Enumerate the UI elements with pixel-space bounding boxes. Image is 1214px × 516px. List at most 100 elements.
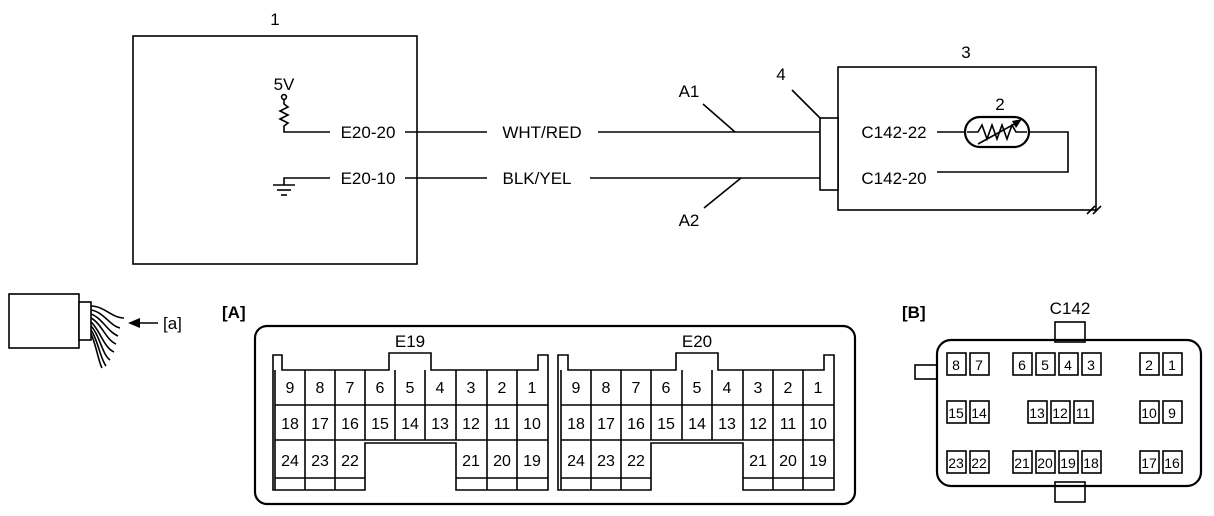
c142-pin: 8 — [952, 357, 960, 373]
ground-hatch-icon — [1086, 205, 1102, 215]
e20-pin: 21 — [749, 453, 767, 470]
callout-housing: 3 — [961, 43, 970, 62]
e19-pin: 2 — [498, 380, 507, 397]
leader-connector — [791, 89, 822, 120]
e19-pin: 8 — [316, 380, 325, 397]
c142-pin: 15 — [948, 405, 964, 421]
sensor-return-wire — [937, 131, 1069, 173]
e19-pin: 14 — [401, 416, 419, 433]
c142-pin: 3 — [1087, 357, 1095, 373]
leader-a2 — [703, 177, 742, 209]
ecm-ground-terminal: E20-10 — [341, 169, 396, 188]
c142-pin: 23 — [948, 455, 964, 471]
c142-label: C142 — [1050, 299, 1091, 318]
connector-a-outline — [253, 324, 857, 506]
wire-harness-icon — [8, 293, 125, 369]
c142-pin: 14 — [971, 405, 987, 421]
e19-pin: 3 — [467, 380, 476, 397]
e20-pin: 17 — [597, 416, 615, 433]
leader-a1 — [702, 103, 736, 133]
e19-pin: 9 — [286, 380, 295, 397]
e19-pin: 20 — [493, 453, 511, 470]
c142-pin: 20 — [1037, 455, 1053, 471]
e20-pin: 11 — [780, 416, 797, 433]
label-a: [a] — [163, 314, 182, 333]
e19-pin: 10 — [523, 416, 541, 433]
e20-pin: 12 — [749, 416, 767, 433]
thermistor-icon — [963, 115, 1031, 149]
e20-pin: 4 — [723, 380, 732, 397]
connector-c142 — [914, 321, 1203, 503]
arrow-a-icon — [128, 318, 140, 328]
e20-pin: 23 — [597, 453, 615, 470]
view-a-label: [A] — [222, 303, 246, 322]
sensor-ground-terminal: C142-20 — [861, 169, 926, 188]
e19-pin: 17 — [311, 416, 329, 433]
connector-e19: 9 8 7 6 5 4 3 2 1 18 17 16 15 14 13 12 1… — [272, 352, 549, 491]
e19-pin: 5 — [406, 380, 415, 397]
c142-pin: 10 — [1141, 405, 1157, 421]
e20-pin: 7 — [632, 380, 641, 397]
callout-a2: A2 — [679, 211, 700, 230]
e20-pin: 18 — [567, 416, 585, 433]
c142-pin: 22 — [971, 455, 987, 471]
wire-signal-color: WHT/RED — [502, 123, 581, 142]
e19-pin: 1 — [528, 380, 537, 397]
e20-pin: 13 — [718, 416, 736, 433]
c142-pin: 9 — [1168, 405, 1176, 421]
c142-pin: 18 — [1083, 455, 1099, 471]
e19-pin: 13 — [431, 416, 449, 433]
e19-pin: 21 — [462, 453, 480, 470]
wire-ground-color: BLK/YEL — [503, 169, 572, 188]
ecm-box — [132, 35, 418, 265]
e19-pin: 19 — [523, 453, 541, 470]
e19-pin: 16 — [341, 416, 359, 433]
c142-pin: 2 — [1145, 357, 1153, 373]
e20-pin: 8 — [602, 380, 611, 397]
e20-pin: 2 — [784, 380, 793, 397]
c142-pin: 17 — [1141, 455, 1157, 471]
pullup-resistor-icon — [278, 93, 330, 133]
e20-pin: 15 — [657, 416, 675, 433]
connector-e20: 9 8 7 6 5 4 3 2 1 18 17 16 15 14 13 12 1… — [557, 352, 835, 491]
sensor-signal-terminal: C142-22 — [861, 123, 926, 142]
e19-pin: 15 — [371, 416, 389, 433]
ecm-signal-terminal: E20-20 — [341, 123, 396, 142]
c142-pin: 7 — [975, 357, 983, 373]
c142-pin: 6 — [1018, 357, 1026, 373]
c142-pin: 16 — [1164, 455, 1180, 471]
e19-pin: 24 — [281, 453, 299, 470]
callout-sensor: 2 — [995, 95, 1004, 114]
e20-pin: 3 — [754, 380, 763, 397]
e19-pin: 22 — [341, 453, 359, 470]
e20-pin: 20 — [779, 453, 797, 470]
e19-pin: 4 — [436, 380, 445, 397]
view-b-label: [B] — [902, 303, 926, 322]
c142-pin: 1 — [1168, 357, 1176, 373]
e20-pin: 19 — [809, 453, 827, 470]
c142-pin: 21 — [1014, 455, 1030, 471]
e20-pin: 6 — [662, 380, 671, 397]
c142-pin: 13 — [1029, 405, 1045, 421]
e20-pin: 14 — [688, 416, 706, 433]
c142-pin: 11 — [1076, 405, 1091, 421]
ground-icon — [273, 177, 330, 196]
e20-pin: 16 — [627, 416, 645, 433]
e19-pin: 7 — [346, 380, 355, 397]
e20-pin: 10 — [809, 416, 827, 433]
c142-pin: 19 — [1060, 455, 1076, 471]
e19-pin: 11 — [494, 416, 511, 433]
e19-pin: 18 — [281, 416, 299, 433]
e19-label: E19 — [395, 332, 425, 351]
e20-pin: 24 — [567, 453, 585, 470]
e19-pin: 12 — [462, 416, 480, 433]
e20-pin: 1 — [814, 380, 823, 397]
e20-label: E20 — [682, 332, 712, 351]
sensor-connector — [819, 117, 839, 191]
supply-voltage: 5V — [274, 75, 295, 94]
callout-connector: 4 — [776, 65, 785, 84]
callout-ecm: 1 — [270, 10, 279, 29]
e20-pin: 5 — [693, 380, 702, 397]
e19-pin: 6 — [376, 380, 385, 397]
callout-a1: A1 — [679, 82, 700, 101]
